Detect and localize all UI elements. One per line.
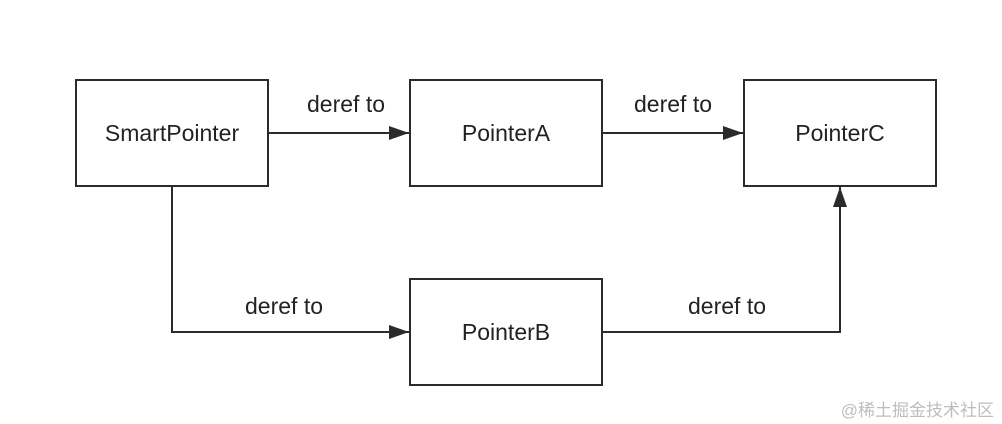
node-smartpointer-label: SmartPointer xyxy=(104,119,240,146)
edge-pointerb-to-pointerc xyxy=(603,187,847,333)
node-pointera-label: PointerA xyxy=(461,119,551,146)
watermark: @稀土掘金技术社区 xyxy=(840,401,994,420)
edge-label-pointera-to-pointerc: deref to xyxy=(634,91,712,117)
edge-label-pointerb-to-pointerc: deref to xyxy=(688,293,766,319)
node-pointerb-label: PointerB xyxy=(461,318,551,345)
node-pointerc-label: PointerC xyxy=(795,119,885,146)
node-pointerb: PointerB xyxy=(409,278,603,386)
edge-smartpointer-to-pointerb xyxy=(171,187,409,339)
node-pointerc: PointerC xyxy=(743,79,937,187)
node-smartpointer: SmartPointer xyxy=(75,79,269,187)
edge-label-smartpointer-to-pointera: deref to xyxy=(307,91,385,117)
node-pointera: PointerA xyxy=(409,79,603,187)
edge-label-smartpointer-to-pointerb: deref to xyxy=(245,293,323,319)
